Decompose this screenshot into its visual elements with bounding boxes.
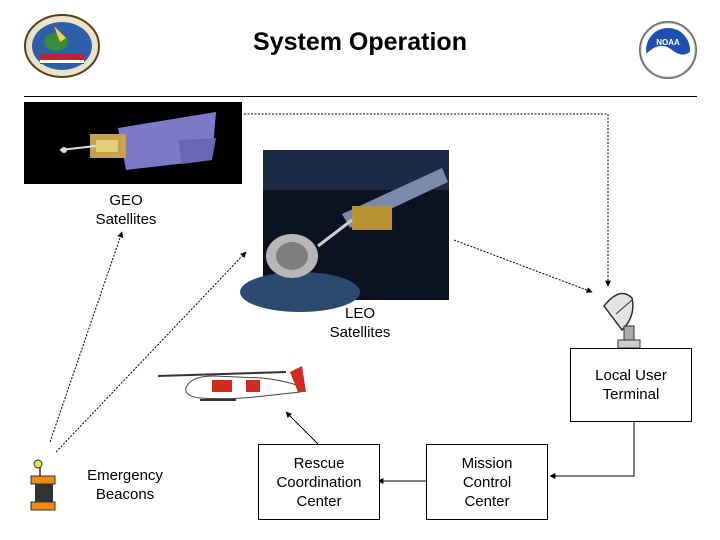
emergency-beacons-label: Emergency Beacons [87, 467, 163, 503]
geo-to-lut-link [244, 113, 611, 287]
leo-to-lut-link [453, 239, 593, 293]
local-user-terminal-box: Local User Terminal [570, 348, 692, 422]
rescue-coordination-center-box: Rescue Coordination Center [258, 444, 380, 520]
beacon-to-geo-link [49, 231, 124, 443]
header-divider [24, 96, 697, 97]
mission-control-center-box: Mission Control Center [426, 444, 548, 520]
geo-satellites-label: GEO Satellites [95, 192, 157, 228]
page-title: System Operation [253, 28, 467, 56]
lut-to-mcc-link [549, 420, 635, 479]
helicopter-to-rcc-link [285, 411, 319, 445]
beacon-to-leo-link [55, 251, 247, 453]
leo-satellites-label: LEO Satellites [329, 305, 391, 341]
noaa-logo-text: NOAA [656, 38, 680, 47]
